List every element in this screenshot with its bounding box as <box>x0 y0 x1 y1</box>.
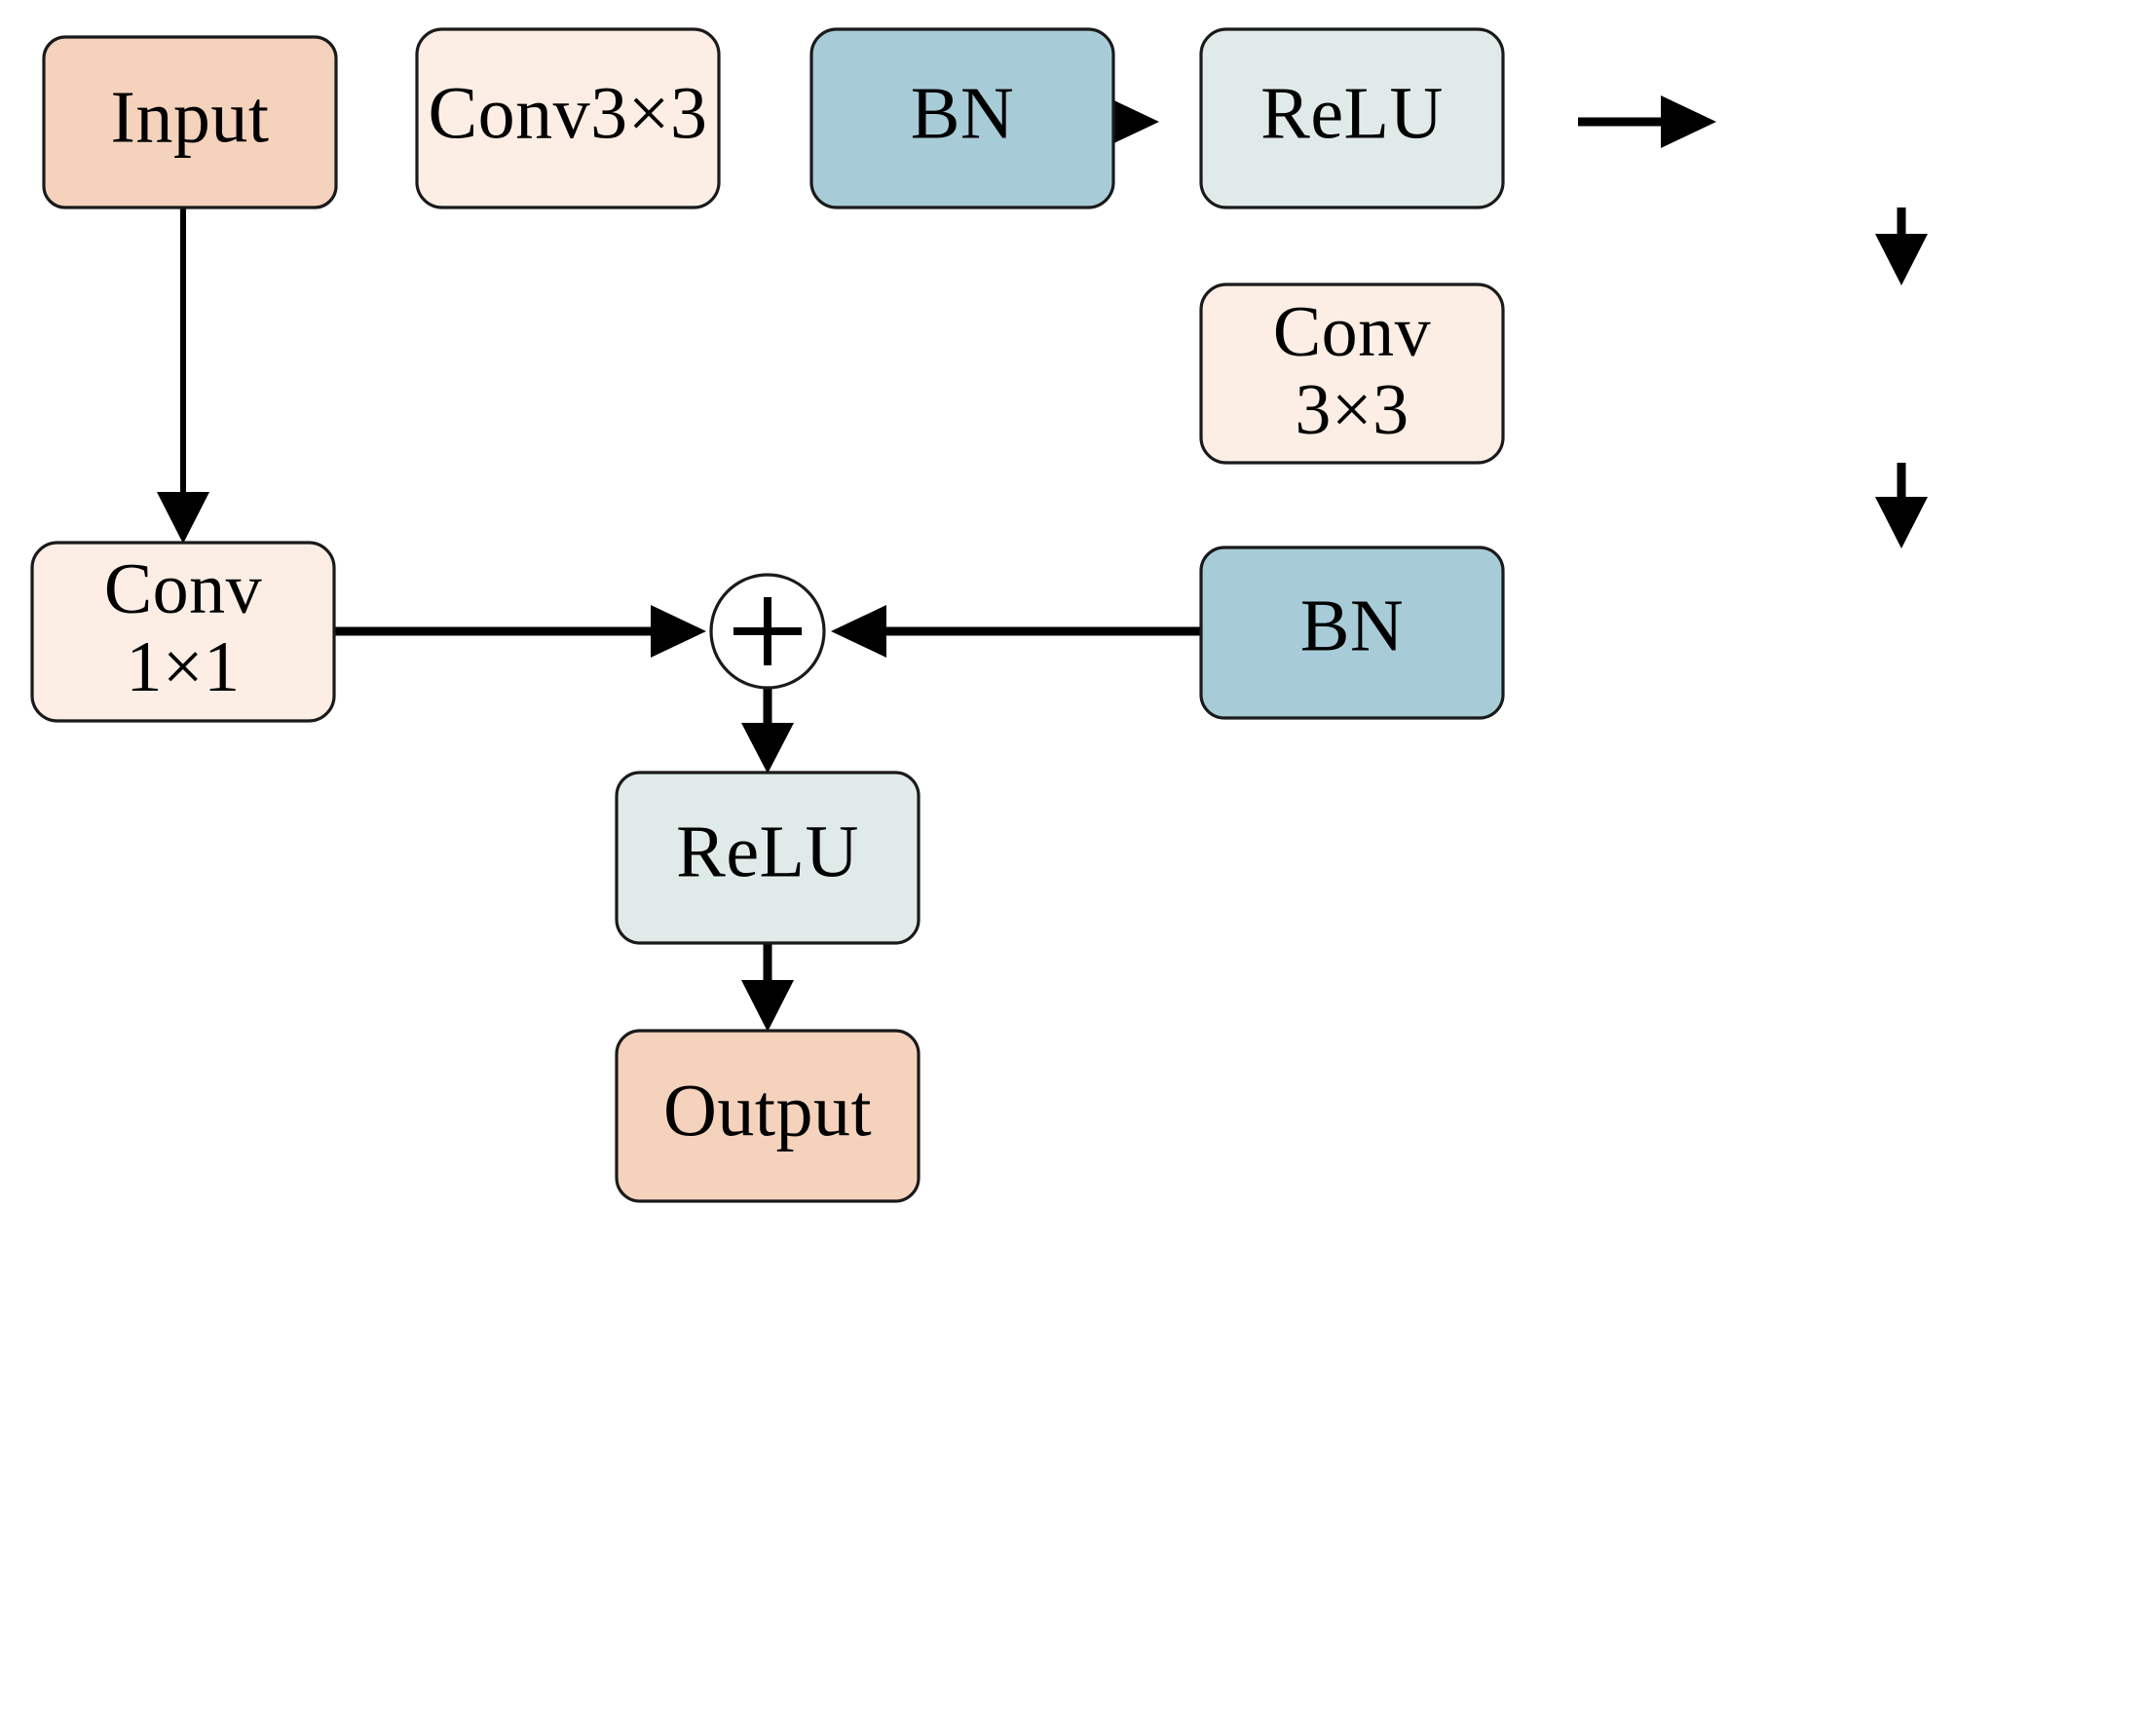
node-output[interactable]: Output <box>615 1029 921 1203</box>
node-bn-top[interactable]: BN <box>809 27 1115 209</box>
node-input-shape[interactable] <box>42 35 338 209</box>
edge-relua-to-conv3x3b <box>1875 208 1928 285</box>
edge-conv3x3b-to-bnb <box>1875 463 1928 548</box>
node-bn-top-shape[interactable] <box>809 27 1115 209</box>
node-output-shape[interactable] <box>615 1029 921 1203</box>
edge-conv1x1-to-sum <box>334 605 706 658</box>
node-conv1x1-label-line1: Conv <box>104 549 262 629</box>
node-output-label: Output <box>663 1070 872 1151</box>
node-relu-bottom-label: ReLU <box>676 811 859 892</box>
edge-bnb-to-sum <box>831 605 1201 658</box>
node-conv3x3-right-label-line1: Conv <box>1273 292 1431 372</box>
node-relu-bottom[interactable]: ReLU <box>615 771 921 945</box>
node-bn-right[interactable]: BN <box>1199 546 1505 720</box>
node-conv3x3-top-shape[interactable] <box>415 27 721 209</box>
node-conv3x3-right[interactable]: Conv 3×3 <box>1199 283 1505 465</box>
node-bn-right-label: BN <box>1300 585 1405 666</box>
node-input[interactable]: Input <box>42 35 338 209</box>
edge-bna-to-relua <box>1578 95 1716 148</box>
node-conv3x3-top-label: Conv3×3 <box>428 72 707 154</box>
node-relu-top[interactable]: ReLU <box>1199 27 1505 209</box>
node-bn-top-label: BN <box>911 72 1015 154</box>
plus-icon <box>733 597 802 665</box>
node-relu-top-shape[interactable] <box>1199 27 1505 209</box>
node-conv3x3-right-label-line2: 3×3 <box>1295 370 1409 450</box>
node-sum-junction[interactable] <box>709 573 826 690</box>
node-input-label: Input <box>111 76 270 158</box>
node-conv1x1-label-line2: 1×1 <box>126 627 240 707</box>
node-conv3x3-top[interactable]: Conv3×3 <box>415 27 721 209</box>
node-conv3x3-right-shape[interactable] <box>1199 283 1505 465</box>
edge-relub-to-output <box>741 943 794 1032</box>
node-conv1x1-shape[interactable] <box>30 541 336 723</box>
node-relu-bottom-shape[interactable] <box>615 771 921 945</box>
node-bn-right-shape[interactable] <box>1199 546 1505 720</box>
edge-sum-to-relub <box>741 688 794 774</box>
node-conv1x1[interactable]: Conv 1×1 <box>30 541 336 723</box>
edge-input-to-conv1x1 <box>157 208 209 544</box>
node-relu-top-label: ReLU <box>1260 72 1444 154</box>
